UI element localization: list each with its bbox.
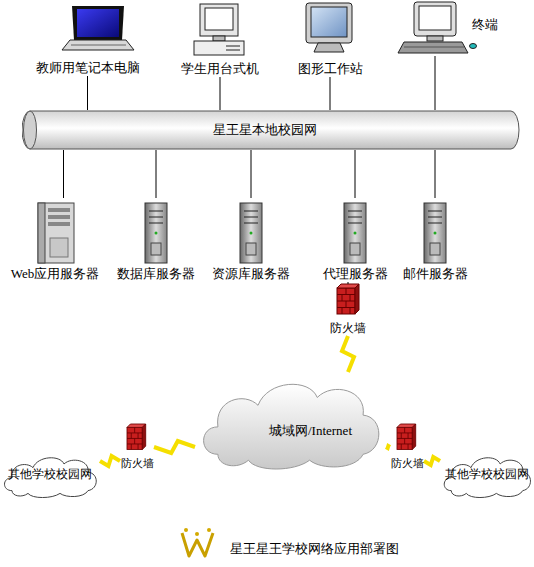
desktop-icon-part bbox=[226, 50, 240, 51]
terminal-icon-part bbox=[414, 2, 456, 36]
node-label: 其他学校校园网 bbox=[445, 468, 529, 482]
node-label: 防火墙 bbox=[121, 457, 154, 470]
node-label: 学生用台式机 bbox=[181, 62, 259, 77]
workstation-icon-part bbox=[306, 3, 352, 43]
laptop-icon-part bbox=[77, 9, 119, 37]
web-server-icon-part bbox=[48, 215, 70, 219]
cloud-shape bbox=[5, 458, 97, 498]
device-node: 终端 bbox=[395, 0, 475, 56]
node-label: 资源库服务器 bbox=[212, 267, 290, 282]
server-node: 邮件服务器 bbox=[395, 198, 475, 282]
network-line bbox=[87, 76, 88, 110]
desktop-icon-part bbox=[205, 8, 233, 30]
node-label: 数据库服务器 bbox=[117, 267, 195, 282]
web-server-icon-part bbox=[38, 203, 74, 263]
firewall-node: 防火墙 bbox=[120, 424, 154, 470]
network-line bbox=[251, 150, 252, 198]
server-tower-icon bbox=[424, 203, 446, 263]
node-label: 城域网/Internet bbox=[269, 424, 352, 439]
network-line bbox=[63, 150, 64, 198]
terminal-icon-part bbox=[470, 44, 477, 49]
network-line bbox=[435, 56, 436, 110]
web-server-icon-part bbox=[38, 203, 45, 263]
server-tower-icon bbox=[145, 203, 167, 263]
node-label: 防火墙 bbox=[330, 322, 366, 336]
lightning-link bbox=[100, 456, 120, 466]
web-server-icon bbox=[38, 203, 74, 263]
network-line bbox=[435, 150, 436, 198]
terminal-icon-part bbox=[404, 47, 464, 48]
terminal-icon-part bbox=[427, 36, 443, 41]
device-node: 学生用台式机 bbox=[170, 5, 270, 77]
campus-cloud: 其他学校校园网 bbox=[0, 452, 100, 498]
server-tower-icon bbox=[240, 203, 262, 263]
desktop-icon-part bbox=[213, 36, 225, 41]
lightning-link bbox=[342, 336, 354, 372]
internet-cloud: 城域网/Internet bbox=[195, 372, 386, 470]
lightning-link bbox=[386, 446, 390, 448]
device-node: 教师用笔记本电脑 bbox=[25, 8, 150, 76]
school-logo-part bbox=[195, 532, 199, 536]
cloud-shape bbox=[444, 458, 530, 498]
node-label: 星王星本地校园网 bbox=[213, 123, 317, 138]
web-server-icon-part bbox=[50, 238, 68, 257]
desktop-icon bbox=[194, 4, 244, 55]
server-node: Web应用服务器 bbox=[5, 198, 105, 282]
laptop-icon bbox=[62, 6, 134, 50]
laptop-icon-part bbox=[62, 40, 134, 50]
terminal-icon bbox=[398, 2, 477, 53]
firewall-icon bbox=[337, 284, 359, 314]
node-label: 终端 bbox=[472, 18, 498, 33]
network-line bbox=[220, 77, 221, 110]
school-logo bbox=[182, 528, 213, 556]
lightning-link bbox=[424, 457, 440, 465]
caption-text: 星王星王学校网络应用部署图 bbox=[230, 540, 399, 558]
web-server-icon-part bbox=[48, 208, 70, 212]
network-line bbox=[156, 150, 157, 198]
node-label: Web应用服务器 bbox=[11, 267, 100, 282]
desktop-icon-part bbox=[200, 4, 238, 36]
cloud-shape bbox=[204, 384, 379, 469]
terminal-icon-part bbox=[398, 42, 468, 53]
server-tower-icon bbox=[344, 203, 366, 263]
school-logo-part bbox=[207, 528, 211, 532]
desktop-icon-part bbox=[226, 46, 240, 47]
terminal-icon-part bbox=[419, 6, 451, 30]
lightning-link bbox=[154, 441, 195, 453]
laptop-icon-part bbox=[72, 6, 124, 40]
network-line bbox=[330, 77, 331, 110]
school-logo-part bbox=[184, 528, 188, 532]
campus-cloud: 其他学校校园网 bbox=[440, 452, 534, 498]
node-label: 邮件服务器 bbox=[403, 267, 468, 282]
node-label: 防火墙 bbox=[391, 457, 424, 470]
workstation-icon-part bbox=[311, 7, 347, 37]
cloud-outline bbox=[195, 372, 386, 470]
server-node: 数据库服务器 bbox=[110, 198, 202, 282]
firewall-node: 防火墙 bbox=[318, 284, 378, 336]
workstation-icon bbox=[306, 3, 352, 52]
pipe-end bbox=[24, 111, 37, 149]
firewall-icon bbox=[397, 424, 416, 450]
node-label: 教师用笔记本电脑 bbox=[36, 61, 140, 76]
device-node: 图形工作站 bbox=[285, 5, 375, 77]
server-node: 资源库服务器 bbox=[205, 198, 297, 282]
network-bus: 星王星本地校园网 bbox=[22, 110, 520, 150]
laptop-icon-part bbox=[71, 45, 126, 46]
desktop-icon-part bbox=[194, 41, 244, 55]
network-line bbox=[355, 150, 356, 198]
workstation-icon-part bbox=[314, 43, 344, 52]
node-label: 图形工作站 bbox=[298, 62, 363, 77]
node-label: 代理服务器 bbox=[323, 267, 388, 282]
firewall-icon bbox=[127, 424, 146, 450]
web-server-icon-part bbox=[48, 222, 70, 226]
pipe-body bbox=[22, 111, 519, 149]
firewall-node: 防火墙 bbox=[390, 424, 424, 470]
server-node: 代理服务器 bbox=[315, 198, 395, 282]
network-line bbox=[348, 282, 349, 284]
node-label: 其他学校校园网 bbox=[8, 468, 92, 482]
school-logo-part bbox=[182, 533, 213, 556]
